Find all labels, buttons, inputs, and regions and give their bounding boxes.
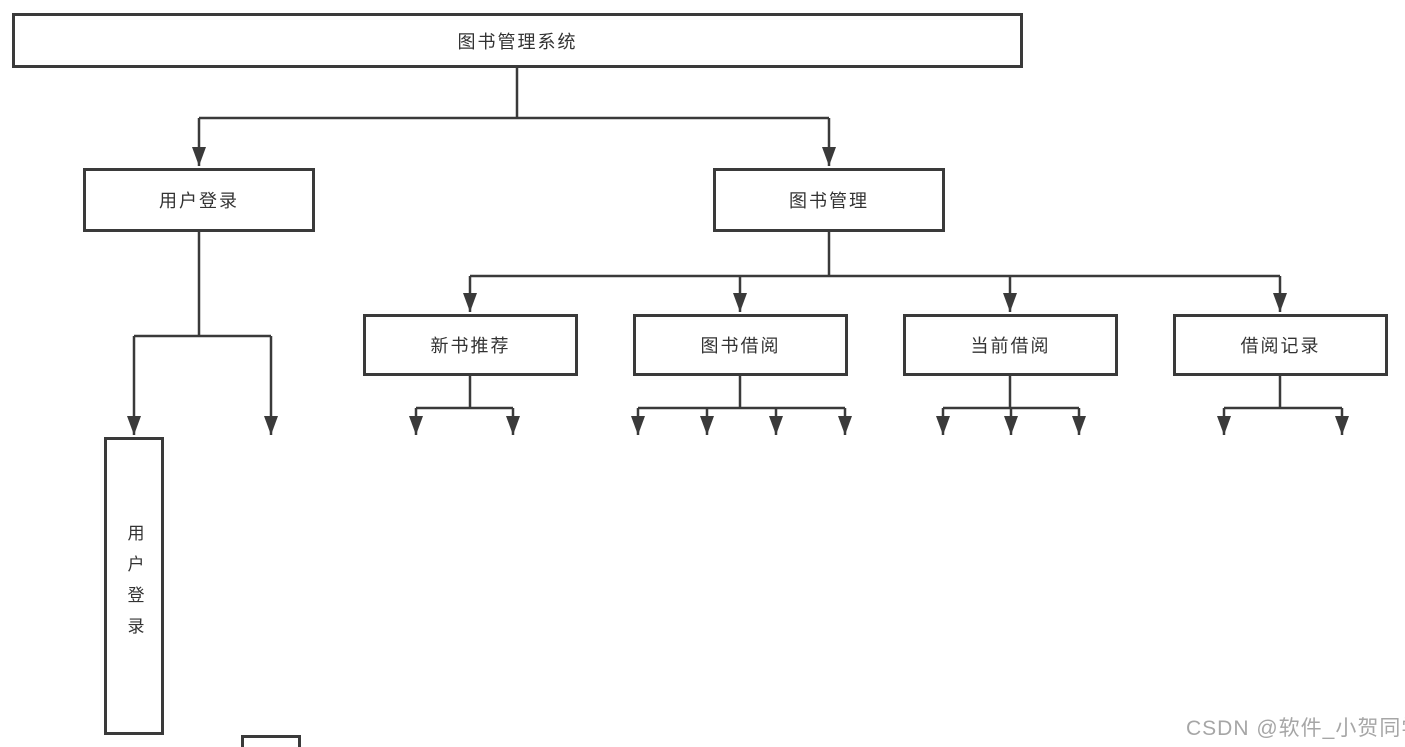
node-root: 图书管理系统 [12,13,1023,68]
node-user-login-label: 用户登录 [159,191,239,211]
node-root-label: 图书管理系统 [457,31,578,52]
node-new-book-recommend-label: 新书推荐 [430,336,511,356]
node-book-borrowing-label: 图书借阅 [700,336,781,356]
node-user-login: 用户登录 [83,168,315,232]
leaf-logout: 注销登录 [241,735,301,747]
node-book-management: 图书管理 [713,168,945,232]
leaf-user-login-label: 用户登录 [124,524,144,648]
node-book-management-label: 图书管理 [789,191,869,211]
node-borrow-records: 借阅记录 [1173,314,1388,376]
node-borrow-records-label: 借阅记录 [1240,336,1321,356]
node-new-book-recommend: 新书推荐 [363,314,578,376]
node-current-borrowing-label: 当前借阅 [970,336,1051,356]
node-book-borrowing: 图书借阅 [633,314,848,376]
watermark: CSDN @软件_小贺同学 [1186,717,1405,740]
node-current-borrowing: 当前借阅 [903,314,1118,376]
leaf-user-login: 用户登录 [104,437,164,735]
